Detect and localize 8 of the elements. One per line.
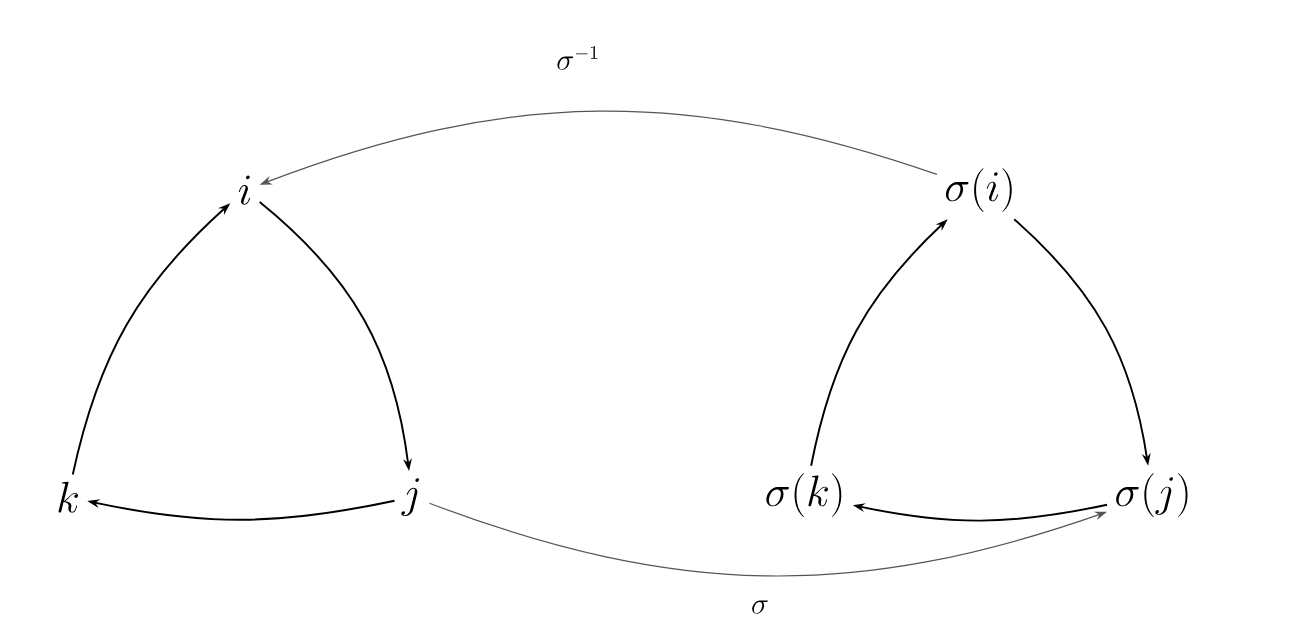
math-label: $\sigma(k)$ [766, 473, 842, 517]
math-label: $i$ [238, 175, 251, 205]
math-label: $\sigma(i)$ [945, 168, 1012, 212]
math-label: $\sigma(j)$ [1116, 473, 1188, 517]
math-label: $j$ [401, 478, 419, 516]
math-label: $k$ [58, 481, 79, 513]
edge-label: $\sigma^{-1}$ [552, 42, 604, 74]
edge-label: $\sigma$ [747, 596, 773, 618]
